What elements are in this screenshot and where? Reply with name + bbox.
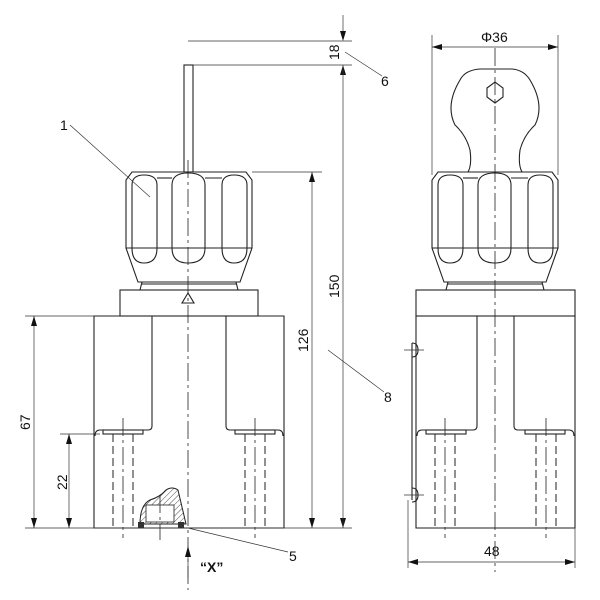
mounting-bracket bbox=[404, 342, 424, 503]
hex-socket-icon bbox=[486, 81, 504, 104]
dim-knob-diameter: Φ36 bbox=[481, 29, 508, 45]
callout-8: 8 bbox=[384, 389, 392, 405]
base-plate bbox=[415, 289, 576, 317]
knob bbox=[431, 171, 559, 291]
callout-1: 1 bbox=[60, 117, 68, 133]
flow-triangle-icon bbox=[181, 291, 195, 304]
side-view: Φ36 bbox=[404, 29, 576, 572]
callout-6: 6 bbox=[381, 73, 389, 89]
dim-overall-height: 150 bbox=[326, 274, 342, 298]
front-view: 18 150 126 67 22 1 6 8 5 “X” bbox=[17, 15, 392, 590]
callout-5: 5 bbox=[289, 548, 297, 564]
dim-stem-height: 18 bbox=[326, 44, 342, 60]
dim-body-width: 48 bbox=[484, 543, 500, 559]
view-arrow-icon bbox=[185, 546, 191, 557]
knob bbox=[125, 171, 253, 291]
dim-port-height: 22 bbox=[54, 474, 70, 490]
key-stem bbox=[183, 64, 194, 173]
view-label: “X” bbox=[200, 559, 223, 575]
dim-knob-top-height: 126 bbox=[295, 328, 311, 352]
key-handle bbox=[450, 68, 540, 173]
dim-body-height: 67 bbox=[17, 414, 33, 430]
valve-body bbox=[415, 315, 576, 538]
valve-body bbox=[93, 315, 285, 540]
